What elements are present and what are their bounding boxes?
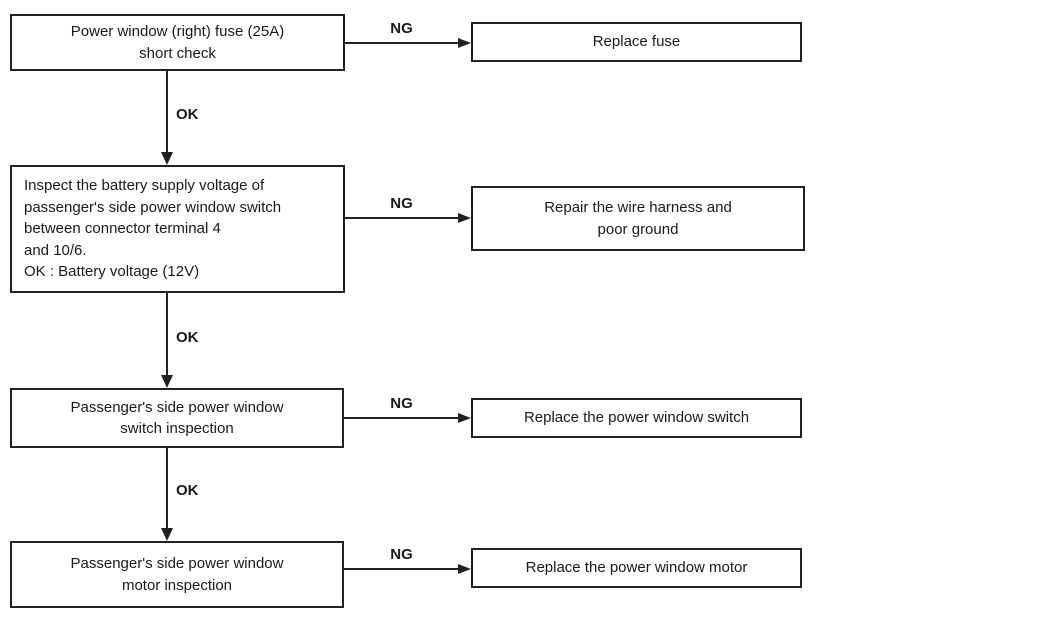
ng-arrow-line-3 [344, 417, 458, 419]
ng-label-2: NG [390, 195, 413, 212]
ng-arrowhead-4 [458, 564, 471, 574]
check-node-battery-supply-voltage: Inspect the battery supply voltage of pa… [10, 165, 345, 293]
ok-arrow-line-3 [166, 448, 168, 528]
ok-arrowhead-2 [161, 375, 173, 388]
ng-arrowhead-1 [458, 38, 471, 48]
check-node-switch-inspection: Passenger's side power window switch ins… [10, 388, 344, 448]
ok-arrow-line-1 [166, 71, 168, 152]
ok-label-2: OK [176, 329, 199, 346]
ng-arrow-line-1 [345, 42, 458, 44]
ok-arrowhead-3 [161, 528, 173, 541]
result-node-replace-switch: Replace the power window switch [471, 398, 802, 438]
ng-arrowhead-2 [458, 213, 471, 223]
ng-label-4: NG [390, 546, 413, 563]
ok-label-1: OK [176, 106, 199, 123]
check-node-fuse-short-check: Power window (right) fuse (25A) short ch… [10, 14, 345, 71]
result-node-replace-motor: Replace the power window motor [471, 548, 802, 588]
ok-label-3: OK [176, 482, 199, 499]
ng-arrow-line-2 [345, 217, 458, 219]
check-node-motor-inspection: Passenger's side power window motor insp… [10, 541, 344, 608]
ok-arrowhead-1 [161, 152, 173, 165]
ng-label-1: NG [390, 20, 413, 37]
ng-arrowhead-3 [458, 413, 471, 423]
result-node-replace-fuse: Replace fuse [471, 22, 802, 62]
ng-label-3: NG [390, 395, 413, 412]
result-node-repair-wire-harness: Repair the wire harness and poor ground [471, 186, 805, 251]
ng-arrow-line-4 [344, 568, 458, 570]
ok-arrow-line-2 [166, 293, 168, 375]
